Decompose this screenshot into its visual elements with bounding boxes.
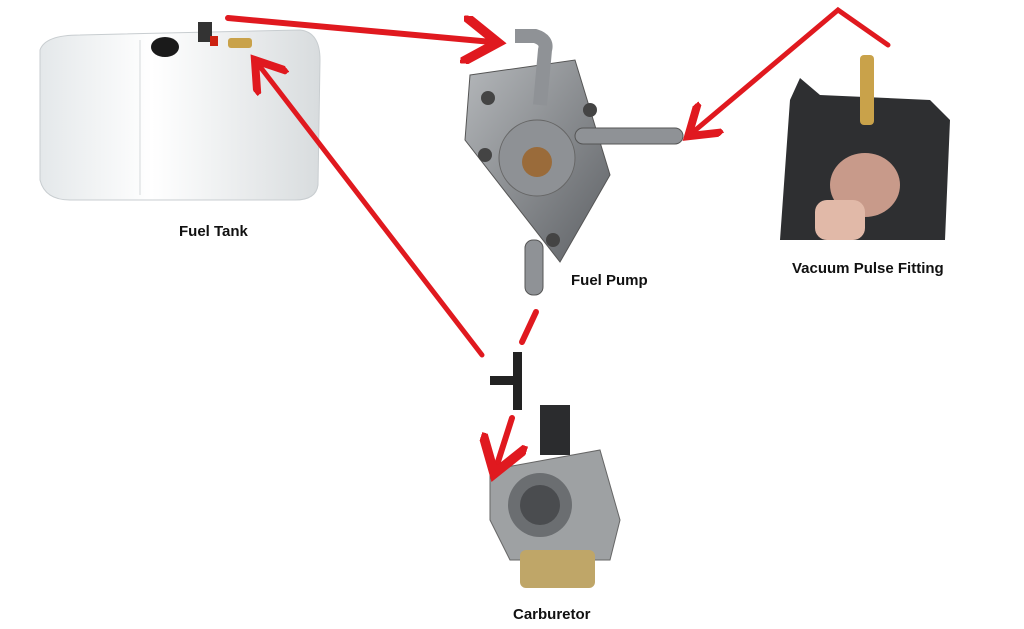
fuel-tank-image <box>39 22 321 201</box>
tee-fitting-image <box>490 352 522 410</box>
fuel-pump-image <box>464 29 684 296</box>
arrow-vacuum-to-pump <box>692 6 891 133</box>
vacuum-pulse-fitting-label: Vacuum Pulse Fitting <box>792 260 944 277</box>
line-pump-to-tee <box>519 309 539 345</box>
fuel-tank-label: Fuel Tank <box>179 223 248 240</box>
carburetor-label: Carburetor <box>513 606 591 623</box>
arrow-tee-to-carburetor <box>496 415 512 468</box>
fuel-pump-label: Fuel Pump <box>571 272 648 289</box>
vacuum-pulse-fitting-image <box>780 55 950 240</box>
arrow-tank-to-pump <box>225 15 492 42</box>
carburetor-image <box>489 405 621 588</box>
arrow-tee-to-tank-return <box>258 64 485 358</box>
